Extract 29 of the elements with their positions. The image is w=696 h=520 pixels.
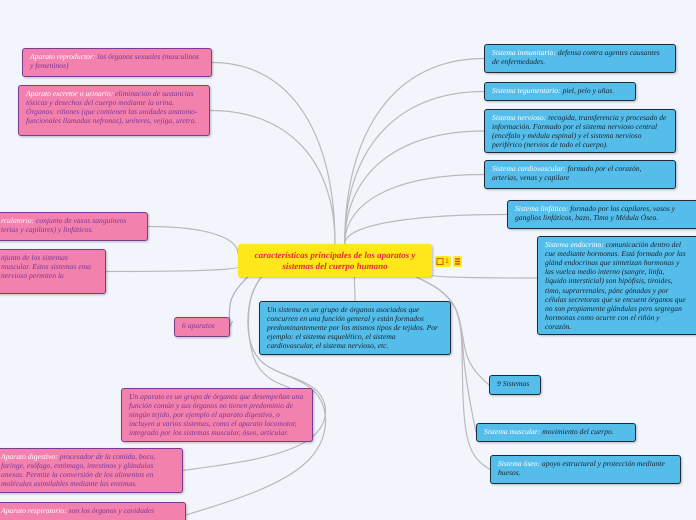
connector-line xyxy=(106,266,238,272)
connector-line xyxy=(432,274,537,279)
connector-line xyxy=(148,226,239,254)
connector-line xyxy=(186,276,326,516)
central-topic-box xyxy=(238,244,432,277)
topic-box xyxy=(476,423,636,442)
topic-box xyxy=(22,48,212,77)
topic-box xyxy=(484,109,676,154)
connector-line xyxy=(344,174,484,244)
connector-line xyxy=(210,110,336,244)
topic-box xyxy=(0,448,183,493)
topic-box xyxy=(484,82,636,101)
topic-box xyxy=(121,388,313,442)
topic-text: características principales de los aparatos y sistemas del cuerpo humano xyxy=(254,250,416,272)
topic-box xyxy=(0,212,148,241)
topic-box xyxy=(484,160,676,189)
topic-box xyxy=(489,375,541,395)
topic-box xyxy=(507,200,696,229)
topic-box xyxy=(537,236,696,336)
connector-line xyxy=(416,276,490,470)
topic-box xyxy=(0,249,106,294)
topic-box xyxy=(18,85,210,136)
connector-line xyxy=(344,214,507,244)
connector-line xyxy=(354,277,356,301)
topic-box xyxy=(490,455,681,484)
topic-box xyxy=(259,301,451,355)
arrow xyxy=(226,276,248,328)
topic-box xyxy=(174,317,230,337)
topic-box xyxy=(484,44,676,73)
